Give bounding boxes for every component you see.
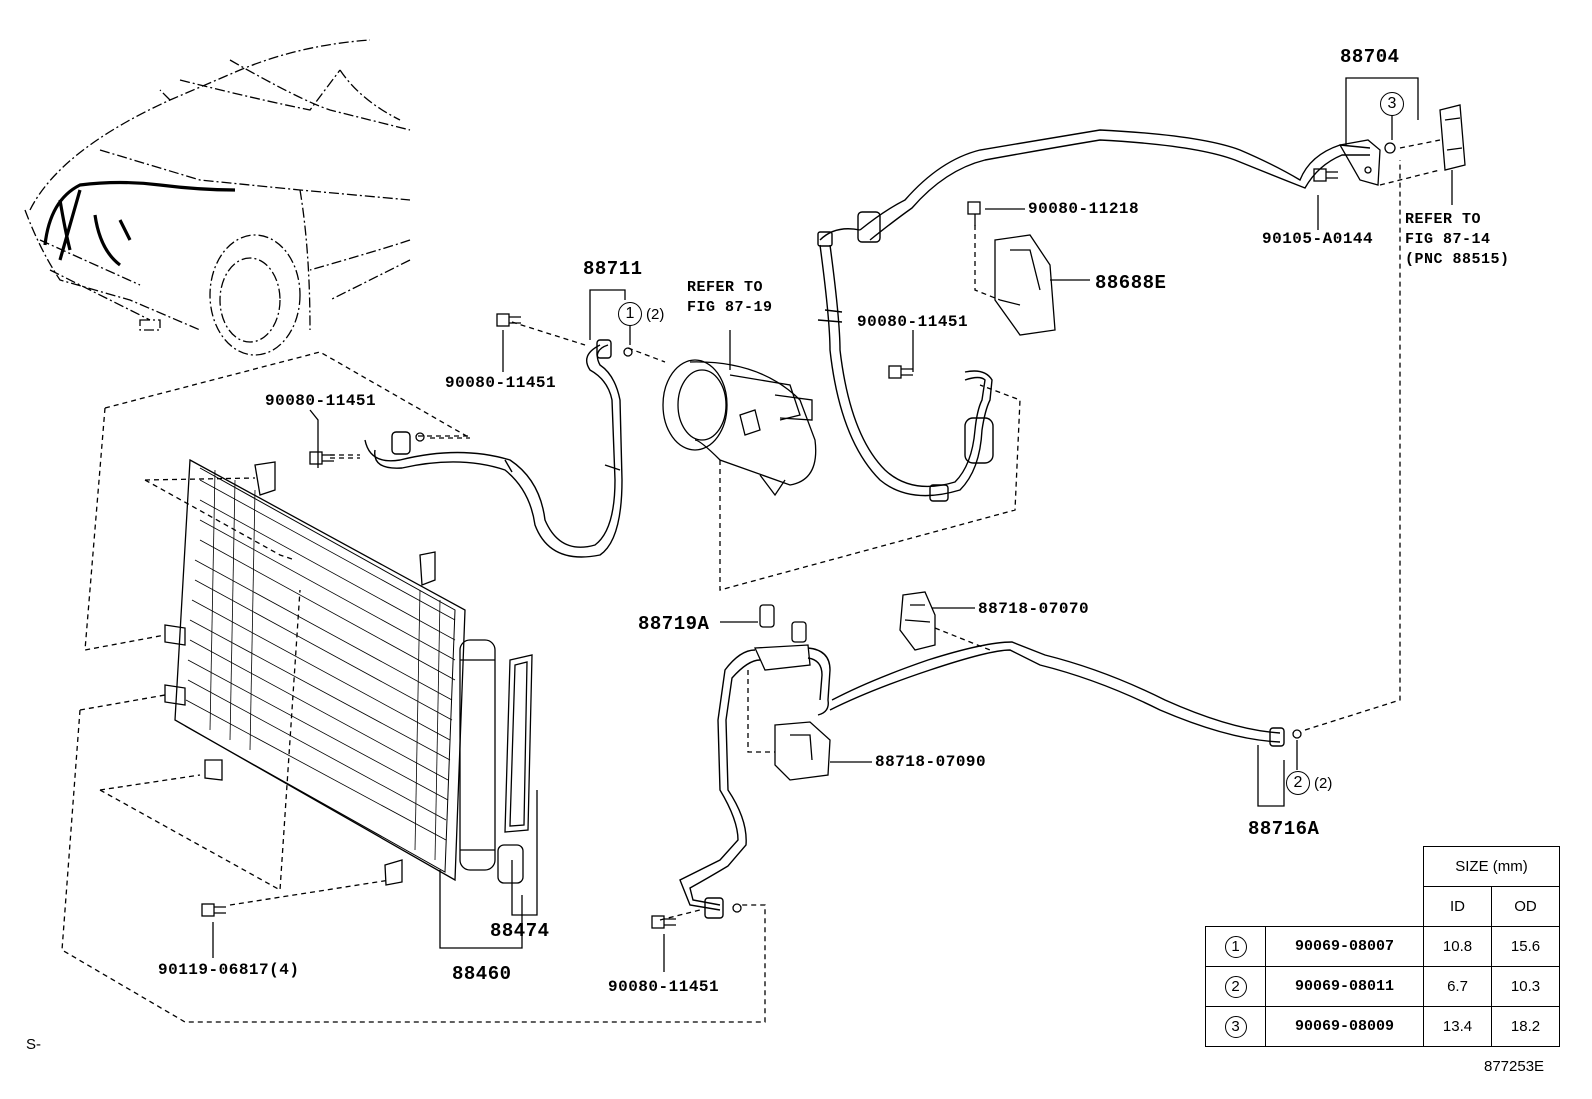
leader-88460 [439, 870, 523, 949]
engine-harness [43, 180, 236, 267]
part-90080-11451-suction[interactable]: 90080-11451 [857, 313, 969, 331]
part-90105-a0144[interactable]: 90105-A0144 [1262, 230, 1374, 248]
part-88474[interactable]: 88474 [490, 920, 550, 942]
expansion-valve [1439, 104, 1466, 171]
oring-marker-3: 3 [1380, 92, 1404, 116]
refer-to-fig-87-19[interactable]: REFER TO FIG 87-19 [687, 279, 773, 316]
discharge-hose-88711 [364, 339, 623, 558]
part-90080-11218[interactable]: 90080-11218 [1028, 200, 1140, 218]
table-row: 3 90069-08009 13.4 18.2 [1205, 1006, 1560, 1047]
part-90080-11451-hose[interactable]: 90080-11451 [445, 374, 557, 392]
leader-88711 [589, 289, 626, 340]
liquid-pipe [679, 647, 831, 919]
figure-code: 877253E [1484, 1058, 1545, 1075]
row-ref-marker: 2 [1224, 975, 1247, 998]
row-od: 10.3 [1491, 966, 1560, 1007]
leader-88704 [1345, 77, 1419, 145]
part-88718-07070[interactable]: 88718-07070 [978, 600, 1090, 618]
oring-marker-2-qty: (2) [1314, 775, 1333, 792]
row-od: 15.6 [1491, 926, 1560, 967]
part-88711[interactable]: 88711 [583, 258, 643, 280]
table-header-id: ID [1423, 886, 1492, 927]
row-part-number[interactable]: 90069-08007 [1265, 926, 1424, 967]
refer-to-fig-87-14[interactable]: REFER TO FIG 87-14 (PNC 88515) [1405, 211, 1510, 268]
reference-line-fig-87-14 [1304, 160, 1401, 731]
sensor-88718-07090 [774, 721, 831, 781]
oring-size-table: SIZE (mm) ID OD 1 90069-08007 10.8 15.6 … [1205, 846, 1560, 1047]
row-part-number[interactable]: 90069-08011 [1265, 966, 1424, 1007]
condenser-88460 [164, 458, 533, 886]
footer-left-code: S- [26, 1036, 41, 1053]
table-header-size: SIZE (mm) [1423, 846, 1560, 887]
row-id: 10.8 [1423, 926, 1492, 967]
fitting-88704 [1338, 139, 1381, 186]
table-header-od: OD [1491, 886, 1560, 927]
row-ref-marker: 1 [1224, 935, 1247, 958]
suction-hose [817, 228, 994, 502]
suction-pipe-upper [817, 129, 1371, 247]
table-row: 2 90069-08011 6.7 10.3 [1205, 966, 1560, 1007]
part-88716a[interactable]: 88716A [1248, 818, 1320, 840]
part-88719a[interactable]: 88719A [638, 613, 710, 635]
part-88688e[interactable]: 88688E [1095, 272, 1167, 294]
oring-marker-1: 1 [618, 302, 642, 326]
condenser-reference-lines [61, 351, 766, 1023]
row-part-number[interactable]: 90069-08009 [1265, 1006, 1424, 1047]
part-88718-07090[interactable]: 88718-07090 [875, 753, 987, 771]
pipe-88716A [829, 641, 1285, 747]
part-88704[interactable]: 88704 [1340, 46, 1400, 68]
oring-marker-1-qty: (2) [646, 306, 665, 323]
row-od: 18.2 [1491, 1006, 1560, 1047]
part-90080-11451-liquid[interactable]: 90080-11451 [608, 978, 720, 996]
part-88460[interactable]: 88460 [452, 963, 512, 985]
part-90119-06817[interactable]: 90119-06817(4) [158, 961, 300, 979]
bolts [201, 168, 1338, 929]
row-id: 6.7 [1423, 966, 1492, 1007]
sensor-88718-07070 [899, 591, 936, 651]
compressor [662, 359, 817, 497]
vehicle-outline [24, 39, 411, 356]
part-90080-11451-condenser[interactable]: 90080-11451 [265, 392, 377, 410]
pressure-switch-block [754, 604, 811, 671]
leader-88716A [1257, 745, 1285, 807]
bracket-88688E [994, 234, 1056, 336]
oring-marker-2: 2 [1286, 771, 1310, 795]
table-row: 1 90069-08007 10.8 15.6 [1205, 926, 1560, 967]
row-ref-marker: 3 [1224, 1015, 1247, 1038]
row-id: 13.4 [1423, 1006, 1492, 1047]
